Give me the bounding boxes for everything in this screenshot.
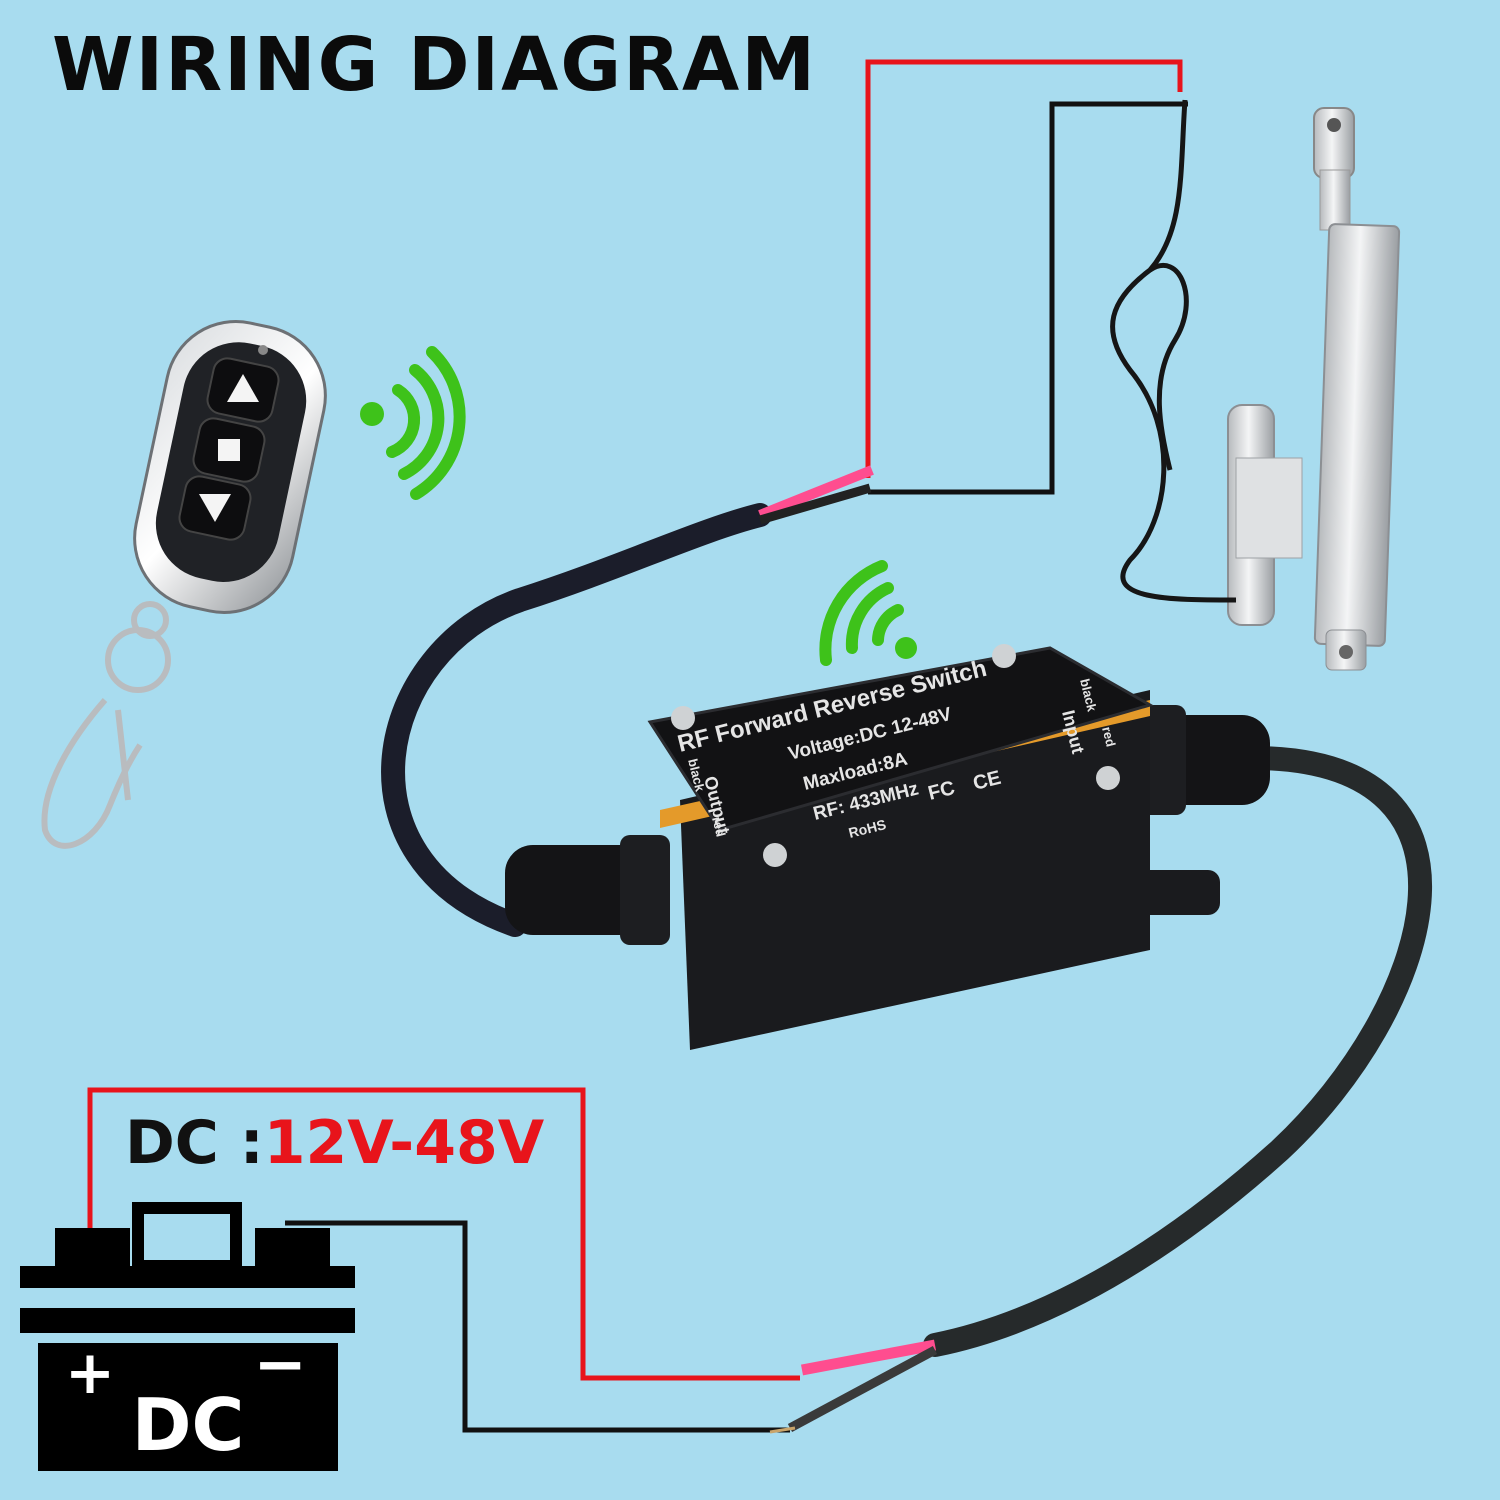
wifi-signal-icon-module xyxy=(819,560,917,666)
up-arrow-icon xyxy=(227,374,259,402)
supply-prefix: DC xyxy=(125,1108,219,1178)
supply-range: 12V-48V xyxy=(263,1108,545,1178)
remote-led xyxy=(258,345,268,355)
input-cable xyxy=(923,746,1432,1357)
actuator-cable xyxy=(1110,99,1237,603)
rf-switch-module: RF Forward Reverse Switch Voltage:DC 12-… xyxy=(505,644,1270,1050)
remote-up-button xyxy=(206,357,280,423)
supply-voltage-label: DC :12V-48V xyxy=(125,1108,544,1178)
cables xyxy=(381,465,1432,1434)
input-red-wire xyxy=(87,1087,800,1381)
key-ring-icon xyxy=(41,601,171,849)
output-cable xyxy=(381,503,772,937)
output-wires xyxy=(865,59,1188,495)
remote-down-button xyxy=(178,475,252,541)
remote-control xyxy=(41,320,327,849)
input-wires xyxy=(87,1087,800,1433)
battery-minus-sign: − xyxy=(253,1328,307,1402)
battery-icon: + − DC xyxy=(20,1202,355,1471)
battery-label: DC xyxy=(132,1383,245,1467)
page-title: WIRING DIAGRAM xyxy=(52,22,817,108)
output-black-wire xyxy=(868,101,1188,495)
supply-separator: : xyxy=(239,1108,264,1178)
input-black-wire xyxy=(285,1220,790,1433)
stop-square-icon xyxy=(218,439,240,461)
output-red-label: red xyxy=(709,815,728,838)
remote-stop-button xyxy=(192,417,266,483)
linear-actuator xyxy=(1110,99,1401,671)
battery-plus-sign: + xyxy=(65,1338,115,1408)
down-arrow-icon xyxy=(199,494,231,522)
input-red-label: red xyxy=(1099,725,1118,748)
wifi-signal-icon xyxy=(360,346,466,500)
output-red-wire xyxy=(865,59,1183,478)
